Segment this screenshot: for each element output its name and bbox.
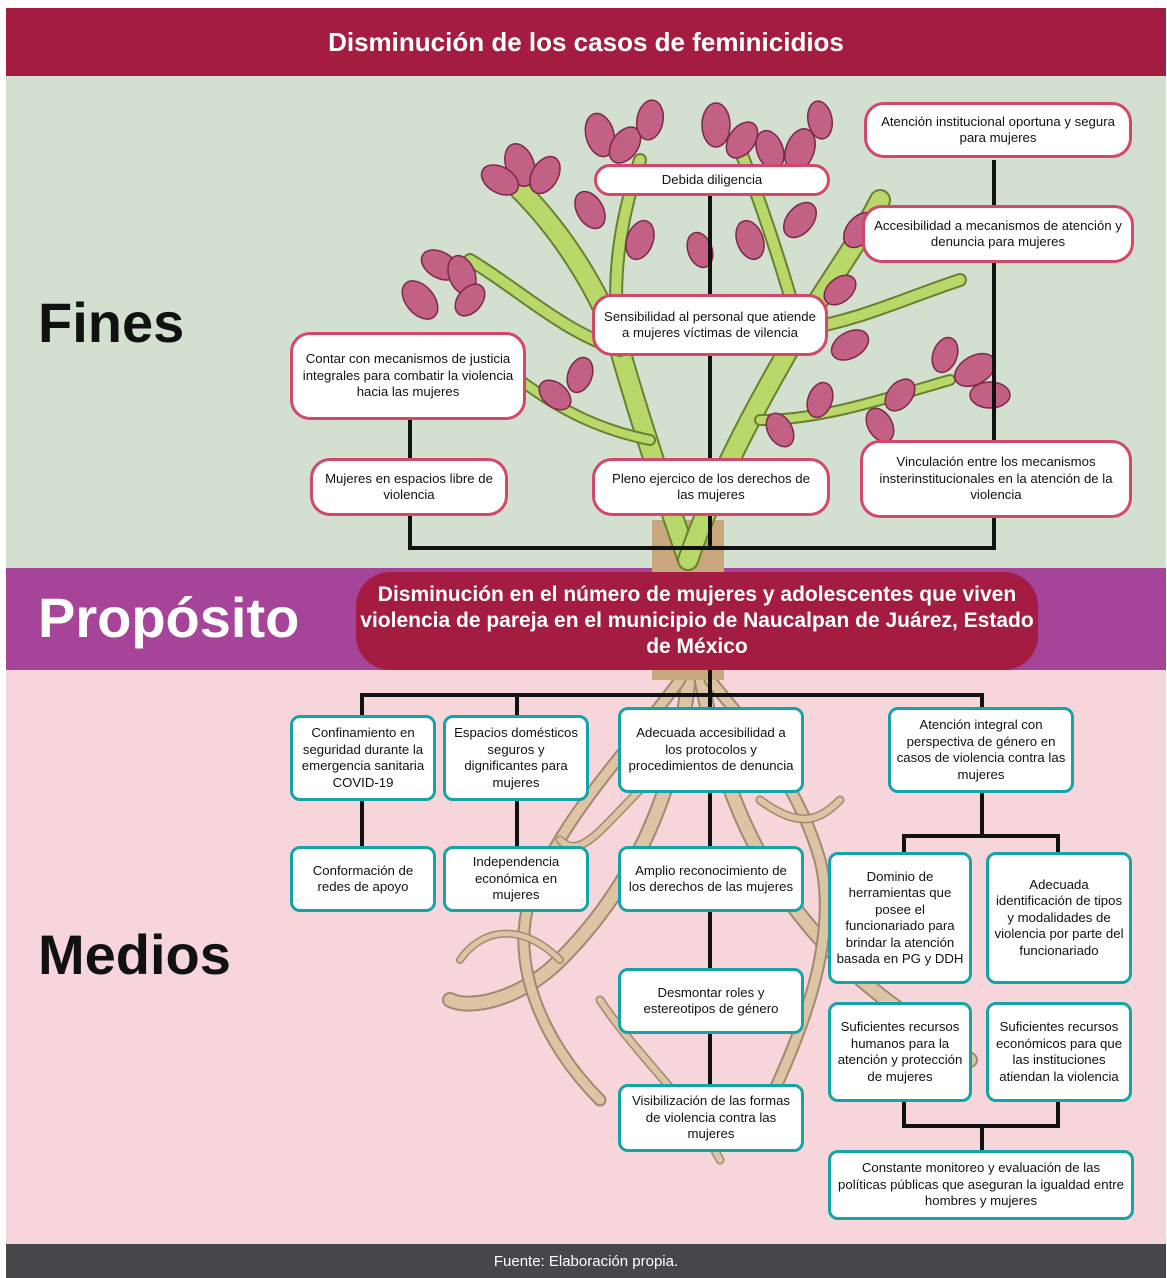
title-banner: Disminución de los casos de feminicidios: [6, 8, 1166, 76]
fin-mecanismos-justicia-text: Contar con mecanismos de justicia integr…: [302, 351, 514, 400]
medio-atencion-integral: Atención integral con perspectiva de gén…: [888, 707, 1074, 793]
medio-confinamiento-text: Confinamiento en seguridad durante la em…: [301, 725, 425, 790]
medio-visibilizacion-text: Visibilización de las formas de violenci…: [631, 1093, 791, 1142]
medio-espacios-domesticos: Espacios domésticos seguros y dignifican…: [443, 715, 589, 801]
fin-pleno-ejercicio-text: Pleno ejercico de los derechos de las mu…: [612, 470, 810, 503]
medio-identificacion: Adecuada identificación de tipos y modal…: [986, 852, 1132, 984]
medio-atencion-integral-text: Atención integral con perspectiva de gén…: [896, 717, 1066, 782]
medio-desmontar-roles-text: Desmontar roles y estereotipos de género: [643, 984, 779, 1017]
fin-atencion-institucional-text: Atención institucional oportuna y segura…: [881, 113, 1115, 146]
fin-accesibilidad-mecanismos-text: Accesibilidad a mecanismos de atención y…: [874, 217, 1122, 250]
source-note: Fuente: Elaboración propia.: [493, 1252, 679, 1270]
fin-pleno-ejercicio: Pleno ejercico de los derechos de las mu…: [592, 458, 830, 516]
fin-vinculacion-text: Vinculación entre los mecanismos insteri…: [879, 454, 1113, 503]
fin-debida-diligencia-text: Debida diligencia: [661, 171, 763, 187]
fin-atencion-institucional: Atención institucional oportuna y segura…: [864, 102, 1132, 158]
medio-dominio-herramientas-text: Dominio de herramientas que posee el fun…: [836, 868, 964, 967]
medio-espacios-domesticos-text: Espacios domésticos seguros y dignifican…: [454, 725, 578, 790]
medios-heading: Medios: [38, 923, 231, 986]
medio-independencia-text: Independencia económica en mujeres: [472, 854, 560, 903]
fin-espacios-libre-text: Mujeres en espacios libre de violencia: [325, 470, 493, 503]
footer-bar: Fuente: Elaboración propia.: [6, 1244, 1166, 1278]
medio-identificacion-text: Adecuada identificación de tipos y modal…: [994, 876, 1124, 958]
medio-confinamiento: Confinamiento en seguridad durante la em…: [290, 715, 436, 801]
medio-recursos-economicos-text: Suficientes recursos económicos para que…: [995, 1019, 1123, 1084]
medio-monitoreo-text: Constante monitoreo y evaluación de las …: [838, 1160, 1124, 1209]
medio-monitoreo: Constante monitoreo y evaluación de las …: [828, 1150, 1134, 1220]
medio-accesibilidad-protocolos-text: Adecuada accesibilidad a los protocolos …: [628, 725, 794, 774]
fin-sensibilidad-personal-text: Sensibilidad al personal que atiende a m…: [604, 308, 816, 341]
fin-sensibilidad-personal: Sensibilidad al personal que atiende a m…: [592, 294, 828, 356]
medio-desmontar-roles: Desmontar roles y estereotipos de género: [618, 968, 804, 1034]
fin-accesibilidad-mecanismos: Accesibilidad a mecanismos de atención y…: [862, 205, 1134, 263]
medio-visibilizacion: Visibilización de las formas de violenci…: [618, 1084, 804, 1152]
diagram-title: Disminución de los casos de feminicidios: [328, 26, 844, 57]
proposito-heading: Propósito: [38, 586, 300, 649]
purpose-box: Disminución en el número de mujeres y ad…: [356, 572, 1038, 670]
medio-redes-apoyo: Conformación de redes de apoyo: [290, 846, 436, 912]
fin-mecanismos-justicia: Contar con mecanismos de justicia integr…: [290, 332, 526, 420]
fin-debida-diligencia: Debida diligencia: [594, 164, 830, 196]
medio-recursos-humanos: Suficientes recursos humanos para la ate…: [828, 1002, 972, 1102]
purpose-text: Disminución en el número de mujeres y ad…: [360, 583, 1034, 658]
medio-independencia: Independencia económica en mujeres: [443, 846, 589, 912]
medio-redes-apoyo-text: Conformación de redes de apoyo: [312, 862, 414, 895]
fines-heading: Fines: [38, 291, 185, 354]
medio-recursos-economicos: Suficientes recursos económicos para que…: [986, 1002, 1132, 1102]
medio-reconocimiento: Amplio reconocimiento de los derechos de…: [618, 846, 804, 912]
fin-vinculacion: Vinculación entre los mecanismos insteri…: [860, 440, 1132, 518]
medio-recursos-humanos-text: Suficientes recursos humanos para la ate…: [837, 1019, 963, 1084]
medio-reconocimiento-text: Amplio reconocimiento de los derechos de…: [628, 862, 794, 895]
medio-accesibilidad-protocolos: Adecuada accesibilidad a los protocolos …: [618, 707, 804, 793]
fin-espacios-libre: Mujeres en espacios libre de violencia: [310, 458, 508, 516]
medio-dominio-herramientas: Dominio de herramientas que posee el fun…: [828, 852, 972, 984]
